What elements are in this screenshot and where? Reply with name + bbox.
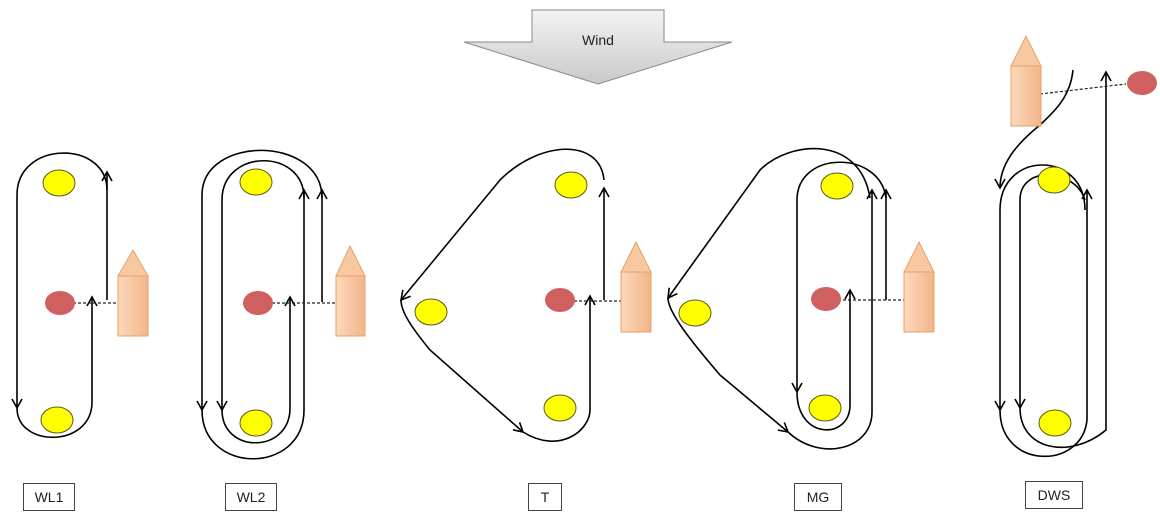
start-pin	[811, 287, 841, 311]
course-line	[1019, 70, 1112, 449]
wind-label: Wind	[582, 32, 614, 48]
course-line	[522, 294, 596, 442]
course-line	[201, 188, 310, 460]
course-line	[999, 188, 1093, 458]
course-line	[994, 164, 1086, 412]
leeward-mark	[808, 394, 842, 422]
committee-boat	[1010, 34, 1042, 127]
course-wl1	[11, 152, 149, 439]
course-wl2	[196, 149, 366, 460]
start-pin	[243, 291, 273, 315]
course-label-wl2: WL2	[225, 483, 277, 511]
course-label-wl1: WL1	[23, 483, 75, 511]
course-line	[667, 297, 790, 434]
leeward-mark	[40, 406, 74, 434]
course-line	[1014, 174, 1086, 410]
course-line	[216, 159, 305, 412]
windward-mark	[1037, 166, 1071, 194]
course-line	[400, 299, 525, 434]
course-t	[399, 148, 652, 442]
course-line	[667, 147, 871, 300]
windward-mark	[554, 171, 588, 199]
course-line	[399, 148, 605, 302]
start-pin	[45, 291, 75, 315]
committee-boat	[335, 244, 366, 337]
course-label-t: T	[528, 483, 562, 511]
course-line	[791, 161, 887, 394]
course-label-mg: MG	[794, 483, 842, 511]
wing-mark	[414, 298, 448, 326]
windward-mark	[239, 168, 273, 196]
windward-mark	[820, 172, 854, 200]
leeward-mark	[1038, 409, 1072, 437]
wing-mark	[678, 299, 712, 327]
start-pin	[545, 288, 575, 312]
windward-mark	[42, 169, 76, 197]
course-line	[796, 288, 856, 431]
course-label-dws: DWS	[1025, 481, 1083, 509]
course-line	[16, 295, 98, 439]
leeward-mark	[543, 394, 577, 422]
course-line	[196, 149, 323, 412]
course-line	[787, 188, 878, 450]
committee-boat	[903, 240, 935, 333]
committee-boat	[117, 248, 149, 337]
wind-arrow: Wind	[463, 9, 733, 85]
start-line	[1039, 83, 1127, 95]
course-line	[221, 295, 296, 444]
start-pin	[1127, 71, 1157, 95]
course-mg	[667, 147, 935, 450]
leeward-mark	[239, 409, 273, 437]
committee-boat	[620, 240, 652, 333]
course-dws	[994, 34, 1157, 458]
